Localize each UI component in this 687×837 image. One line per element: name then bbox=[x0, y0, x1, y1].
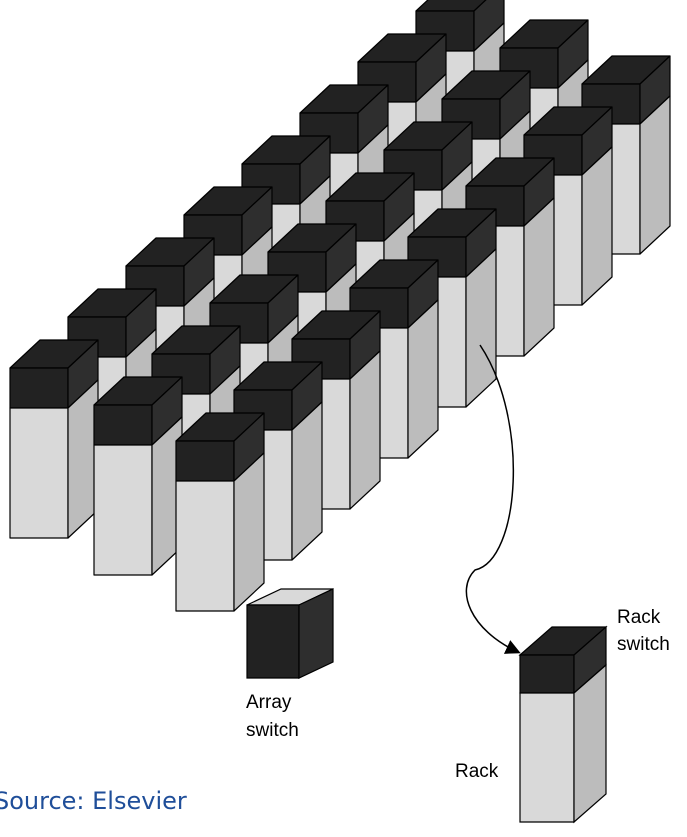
source-caption: Source: Elsevier bbox=[0, 787, 187, 815]
rack-side bbox=[581, 146, 613, 306]
rack-array bbox=[9, 0, 671, 612]
rack-side bbox=[639, 95, 671, 255]
rack bbox=[9, 339, 99, 539]
rack-side bbox=[465, 248, 497, 408]
rack-switch-face bbox=[9, 367, 69, 409]
rack-side bbox=[523, 197, 555, 357]
array-switch-label-line1: Array bbox=[246, 692, 292, 713]
array-switch-label-line2: switch bbox=[246, 720, 299, 741]
rack-front bbox=[175, 480, 235, 612]
array-switch bbox=[246, 588, 334, 679]
rack-switch-label-line2: switch bbox=[617, 634, 670, 655]
rack-side bbox=[407, 299, 439, 459]
rack-side bbox=[291, 401, 323, 561]
rack bbox=[349, 259, 439, 459]
rack-side bbox=[233, 452, 265, 612]
rack-switch-face bbox=[175, 440, 235, 482]
rack-front bbox=[93, 444, 153, 576]
rack-switch-label-line1: Rack bbox=[617, 607, 661, 628]
rack-label: Rack bbox=[455, 761, 499, 782]
rack bbox=[93, 376, 183, 576]
rack-arrow bbox=[465, 344, 521, 654]
rack-side bbox=[349, 350, 381, 510]
rack-switch-face bbox=[93, 404, 153, 446]
rack-front bbox=[9, 407, 69, 539]
detached-rack bbox=[518, 625, 608, 824]
rack bbox=[175, 412, 265, 612]
